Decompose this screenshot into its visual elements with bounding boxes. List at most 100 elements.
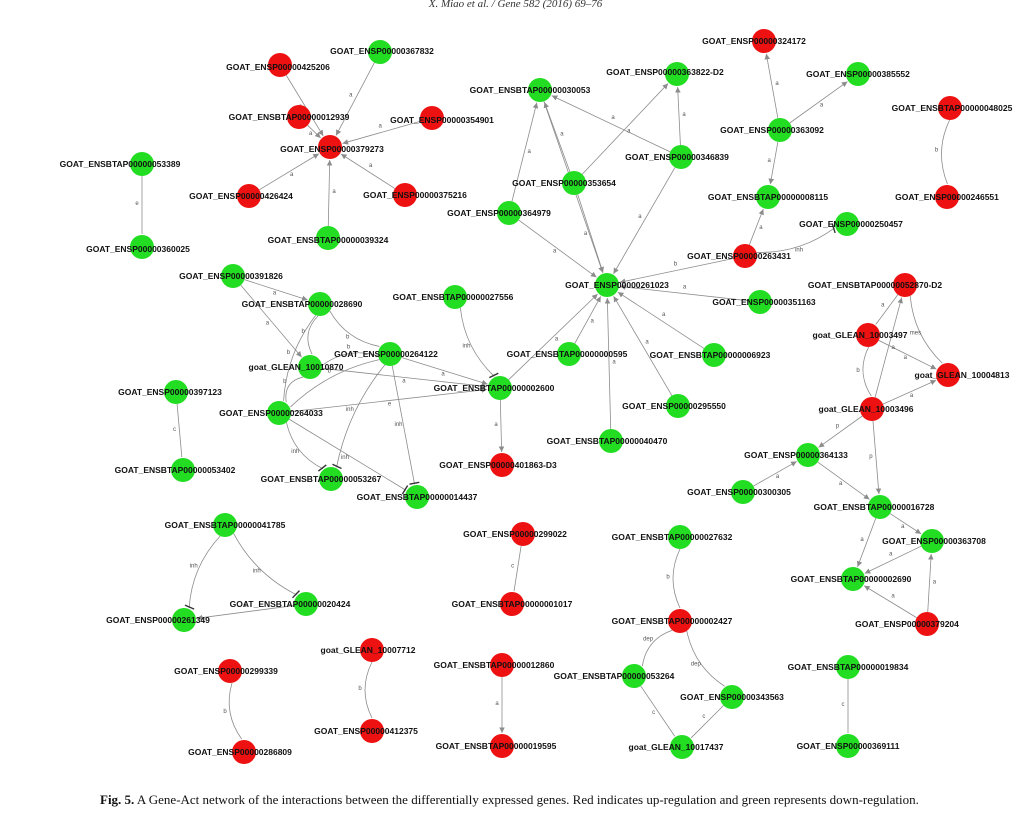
edge-label: b: [223, 709, 227, 715]
gene-node-label: GOAT_ENSBTAP00000002600: [434, 383, 555, 393]
gene-node: GOAT_ENSBTAP00000001017: [452, 592, 573, 616]
gene-node: GOAT_ENSP00000379273: [280, 135, 384, 159]
gene-node: goat_GLEAN_10004813: [915, 363, 1010, 387]
edge-n63-n64: [228, 682, 243, 740]
edge-n13-n11: [551, 95, 671, 153]
gene-node-label: GOAT_ENSP00000397123: [118, 387, 222, 397]
down-regulated-node-circle: [130, 235, 154, 259]
edge-label: a: [860, 537, 864, 543]
gene-node: GOAT_ENSP00000363092: [720, 118, 824, 142]
down-regulated-node-circle: [562, 171, 586, 195]
edge-n45-n42: [874, 297, 903, 398]
edge-n25-n24: [619, 284, 749, 302]
gene-node: GOAT_ENSP00000264122: [334, 342, 438, 366]
edge-label: a: [820, 102, 824, 108]
edge-n43-n44: [878, 340, 937, 370]
gene-node-label: GOAT_ENSP00000261349: [106, 615, 210, 625]
edge-label: b: [358, 686, 362, 692]
edge-n28-n33: [459, 307, 495, 377]
edge-label: b: [302, 329, 306, 335]
edge-label: a: [273, 291, 277, 297]
gene-node-label: goat_GLEAN_10003496: [819, 404, 914, 414]
gene-node-label: GOAT_ENSP00000264122: [334, 349, 438, 359]
gene-node-label: GOAT_ENSBTAP00000008115: [708, 192, 828, 202]
edge-n45-n44: [882, 379, 937, 405]
gene-node: GOAT_ENSP00000369111: [797, 734, 900, 758]
edge-label: inh: [190, 563, 198, 569]
up-regulated-node-circle: [420, 106, 444, 130]
down-regulated-node-circle: [670, 735, 694, 759]
edge-n9-n5: [326, 159, 333, 227]
edge-label: mes: [910, 331, 921, 337]
gene-node: goat_GLEAN_10007712: [321, 638, 416, 662]
gene-node-label: GOAT_ENSP00000299022: [463, 529, 567, 539]
gene-node-label: GOAT_ENSBTAP00000001017: [452, 599, 573, 609]
edge-label: b: [347, 345, 351, 351]
gene-node-label: GOAT_ENSP00000375216: [363, 190, 467, 200]
down-regulated-node-circle: [267, 401, 291, 425]
up-regulated-node-circle: [856, 323, 880, 347]
gene-node: GOAT_ENSP00000264033: [219, 401, 323, 425]
down-regulated-node-circle: [835, 212, 859, 236]
edge-n43-n45: [862, 346, 872, 397]
edge-label: b: [328, 369, 332, 375]
up-regulated-node-circle: [360, 719, 384, 743]
edge-n57-n58: [672, 548, 681, 609]
edge-label: e: [135, 201, 139, 207]
edge-label: a: [332, 189, 336, 195]
edge-label: a: [402, 378, 406, 384]
figure-label: Fig. 5.: [100, 792, 135, 807]
edge-n52-n53: [233, 533, 297, 596]
gene-node: GOAT_ENSBTAP00000019595: [436, 734, 557, 758]
edge-n65-n67: [640, 685, 676, 737]
gene-node-label: GOAT_ENSP00000250457: [799, 219, 903, 229]
edge-n34-n39: [176, 403, 183, 458]
gene-node-label: GOAT_ENSBTAP00000000595: [507, 349, 628, 359]
down-regulated-node-circle: [213, 513, 237, 537]
gene-node-label: GOAT_ENSP00000300305: [687, 487, 791, 497]
down-regulated-node-circle: [841, 567, 865, 591]
gene-node-label: GOAT_ENSBTAP00000052870-D2: [808, 280, 943, 290]
edge-n42-n44: [909, 295, 943, 364]
gene-node: GOAT_ENSBTAP00000053267: [261, 467, 382, 491]
gene-node: goat_GLEAN_10003497: [813, 323, 908, 347]
edge-label: a: [560, 131, 564, 137]
edge-n23-n24: [619, 258, 734, 284]
gene-node-label: GOAT_ENSP00000354901: [390, 115, 494, 125]
edge-n58-n65: [641, 629, 673, 667]
down-regulated-node-circle: [669, 145, 693, 169]
edge-n27-n29: [329, 310, 380, 347]
gene-node-label: GOAT_ENSBTAP00000048025: [892, 103, 1013, 113]
edge-label: inh: [341, 455, 349, 461]
edge-label: a: [901, 524, 905, 530]
gene-node-label: GOAT_ENSP00000261023: [565, 280, 669, 290]
down-regulated-node-circle: [294, 592, 318, 616]
caption-text: A Gene-Act network of the interactions b…: [134, 792, 919, 807]
up-regulated-node-circle: [935, 185, 959, 209]
edge-n15-n24: [518, 219, 597, 278]
down-regulated-node-circle: [308, 292, 332, 316]
edge-n45-n48: [872, 420, 882, 495]
gene-node: GOAT_ENSBTAP00000002427: [612, 609, 733, 633]
edge-label: a: [243, 603, 247, 609]
figure-caption: Fig. 5. A Gene-Act network of the intera…: [100, 792, 1020, 808]
edge-n55-n56: [513, 545, 522, 592]
edge-n8-n5: [340, 153, 396, 189]
gene-node: goat_GLEAN_10010870: [249, 355, 344, 379]
nodes-layer: GOAT_ENSP00000425206GOAT_ENSP00000367832…: [60, 29, 1013, 764]
edge-label: a: [584, 231, 588, 237]
gene-node: GOAT_ENSP00000261023: [565, 273, 669, 297]
gene-node: GOAT_ENSP00000324172: [702, 29, 806, 53]
edge-label: a: [590, 318, 594, 324]
up-regulated-node-circle: [218, 659, 242, 683]
down-regulated-node-circle: [528, 78, 552, 102]
gene-node: GOAT_ENSP00000367832: [330, 40, 434, 64]
down-regulated-node-circle: [668, 525, 692, 549]
edge-n26-n30: [240, 284, 302, 358]
edge-label: a: [662, 312, 666, 318]
gene-node-label: GOAT_ENSP00000263431: [687, 251, 791, 261]
gene-node: GOAT_ENSP00000397123: [118, 380, 222, 404]
gene-node-label: GOAT_ENSP00000363822-D2: [606, 67, 724, 77]
gene-node-label: goat_GLEAN_10017437: [629, 742, 724, 752]
down-regulated-node-circle: [316, 226, 340, 250]
